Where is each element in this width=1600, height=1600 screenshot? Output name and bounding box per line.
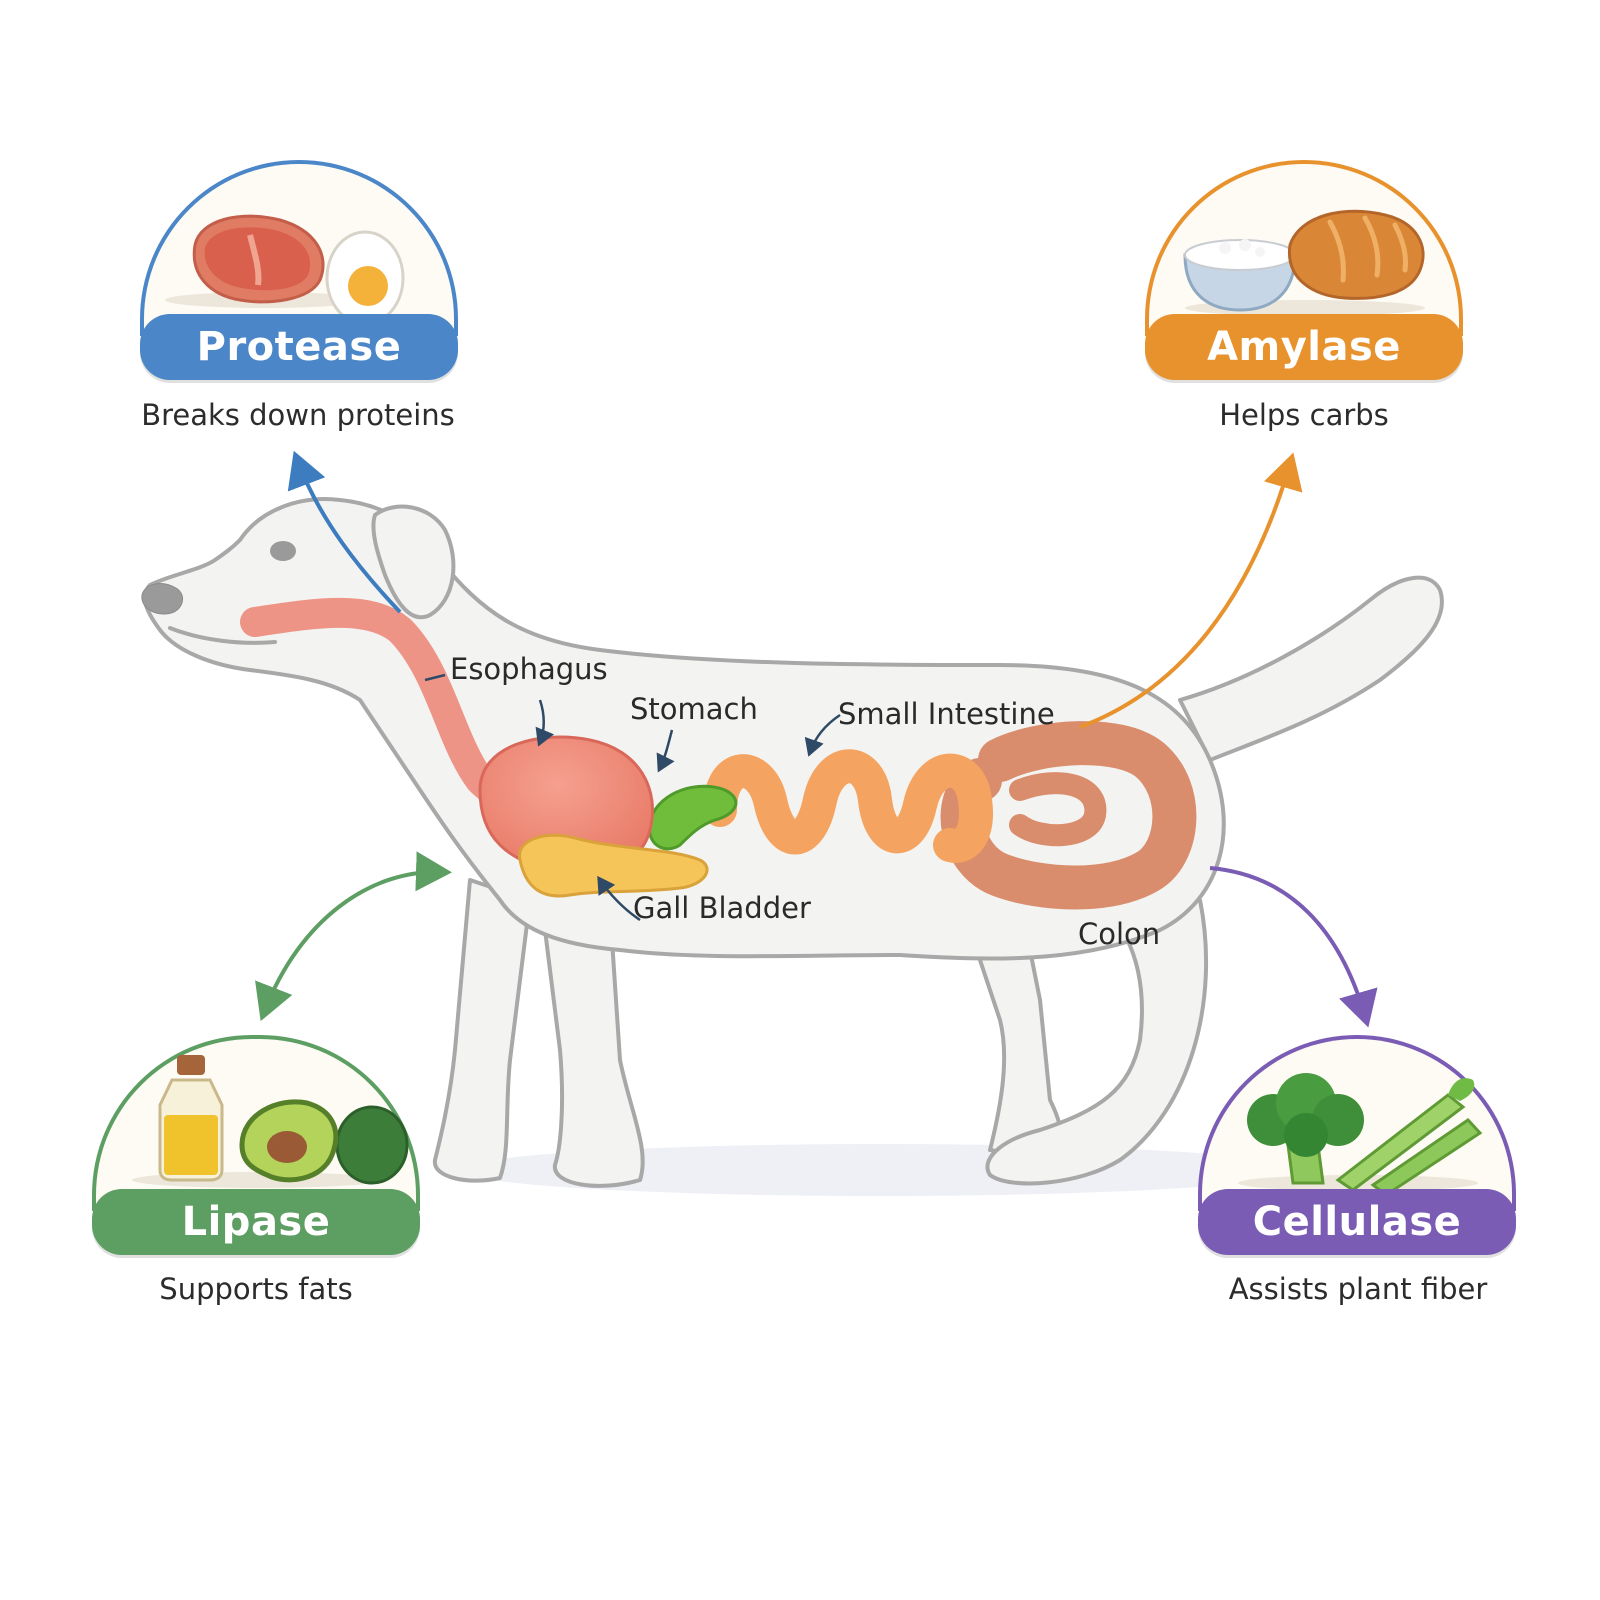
rice-bowl-icon bbox=[1183, 239, 1425, 316]
amylase-caption: Helps carbs bbox=[1219, 398, 1389, 432]
small-intestine bbox=[703, 749, 993, 863]
broccoli-icon bbox=[1247, 1073, 1364, 1185]
small-intestine-label: Small Intestine bbox=[838, 697, 1055, 731]
esophagus-label: Esophagus bbox=[450, 652, 608, 686]
protease-label: Protease bbox=[140, 314, 458, 380]
amylase-label: Amylase bbox=[1145, 314, 1463, 380]
stomach-pointer bbox=[656, 729, 675, 773]
steak-icon bbox=[165, 214, 365, 308]
lipase-label: Lipase bbox=[92, 1189, 420, 1255]
dog-front-leg-far bbox=[432, 878, 532, 1183]
bread-icon bbox=[1288, 209, 1425, 300]
lipase-caption: Supports fats bbox=[159, 1272, 353, 1306]
colon-label: Colon bbox=[1078, 917, 1161, 951]
organ-pointers bbox=[424, 673, 841, 922]
gall-bladder bbox=[647, 784, 738, 851]
lipase-arrow bbox=[255, 851, 452, 1022]
amylase-arrow bbox=[1079, 452, 1303, 729]
gall-bladder-pointer bbox=[597, 875, 641, 922]
dog-mouth bbox=[168, 626, 277, 645]
dog-nose bbox=[141, 583, 183, 615]
dog-eye bbox=[270, 541, 296, 561]
stomach-label: Stomach bbox=[630, 692, 758, 726]
egg-icon bbox=[325, 230, 405, 326]
small-intestine-pointer bbox=[804, 713, 841, 757]
amylase-card: Amylase bbox=[1145, 160, 1463, 380]
esophagus-pointer bbox=[424, 673, 446, 682]
dog-hind-leg-near bbox=[985, 878, 1209, 1186]
cellulase-label: Cellulase bbox=[1198, 1189, 1516, 1255]
oil-bottle-icon bbox=[158, 1055, 224, 1182]
cellulase-card: Cellulase bbox=[1198, 1035, 1516, 1255]
cellulase-arrow bbox=[1209, 866, 1378, 1028]
gall-bladder-label: Gall Bladder bbox=[633, 891, 811, 925]
protease-arrow bbox=[287, 450, 402, 614]
dog-front-leg-near bbox=[538, 888, 645, 1188]
avocado-icon bbox=[239, 1099, 409, 1185]
protease-caption: Breaks down proteins bbox=[141, 398, 455, 432]
protease-card: Protease bbox=[140, 160, 458, 380]
celery-icon bbox=[1335, 1078, 1483, 1197]
dog-hind-leg-far bbox=[958, 898, 1064, 1162]
pancreas bbox=[518, 833, 709, 898]
cellulase-caption: Assists plant fiber bbox=[1228, 1272, 1488, 1306]
esophagus-down-pointer bbox=[535, 699, 555, 747]
lipase-card: Lipase bbox=[92, 1035, 420, 1255]
dog-ear bbox=[371, 504, 456, 620]
dog-tail bbox=[1178, 575, 1444, 762]
